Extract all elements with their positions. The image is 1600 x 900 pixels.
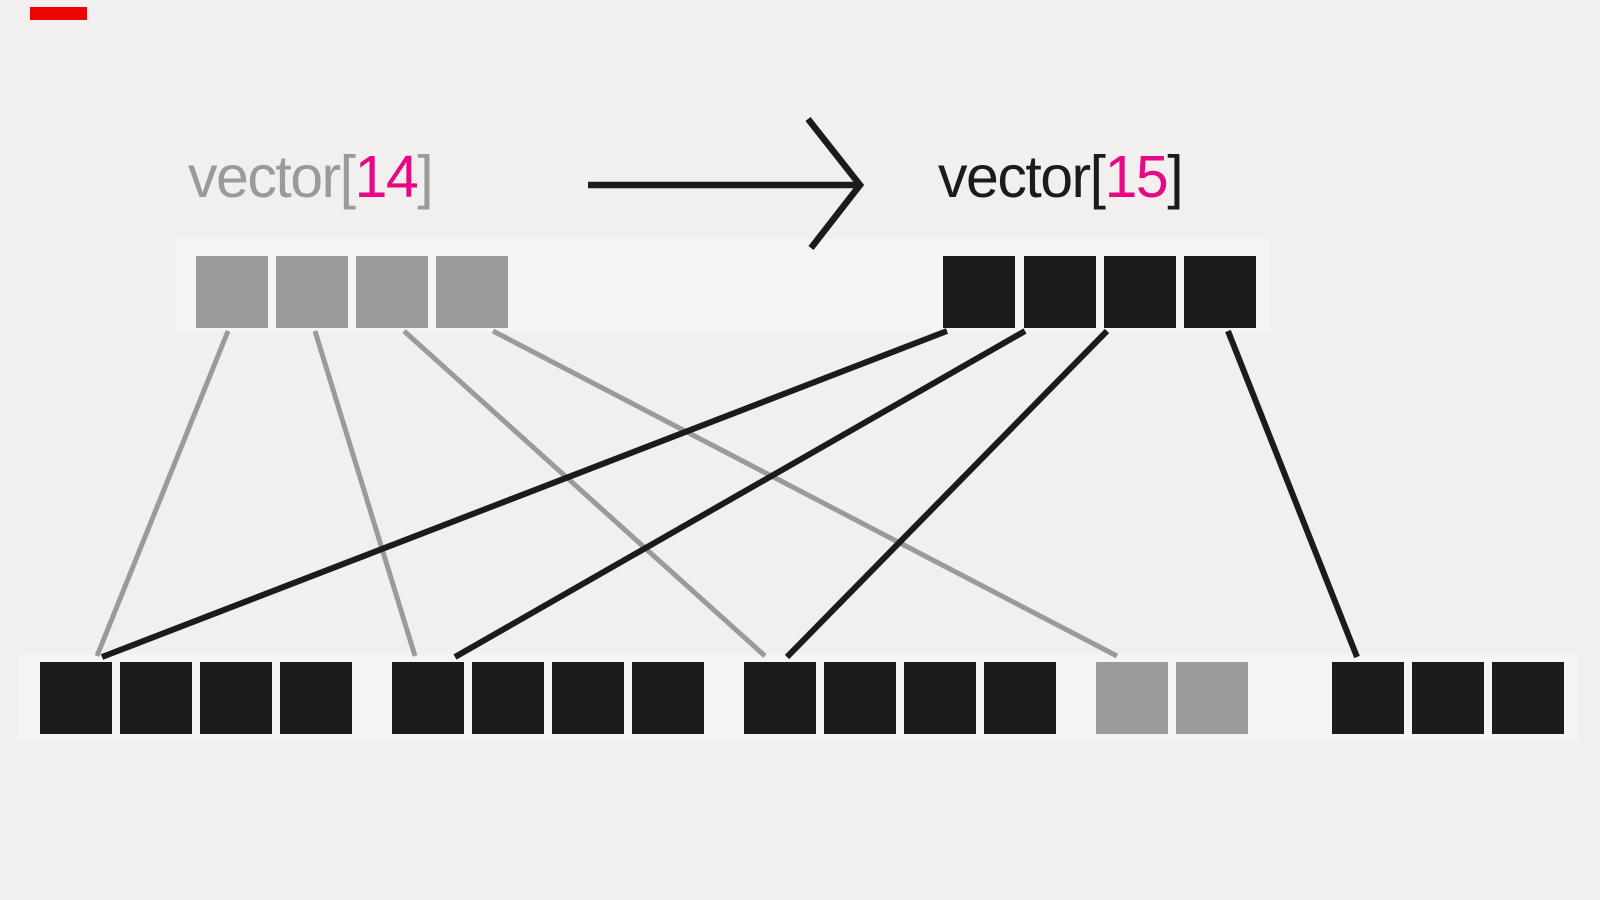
connector-line-black bbox=[784, 328, 1110, 660]
vector15-cells-cell bbox=[943, 256, 1015, 328]
vector15-index: 15 bbox=[1104, 144, 1169, 210]
vector15-cells-cell bbox=[1104, 256, 1176, 328]
heap-block-e-cell bbox=[1332, 662, 1404, 734]
heap-block-a-cell bbox=[120, 662, 192, 734]
vector14-cells-cell bbox=[196, 256, 268, 328]
vector15-cells-cell bbox=[1024, 256, 1096, 328]
vector14-label-suffix: ] bbox=[417, 144, 433, 210]
connector-line-gray bbox=[312, 330, 418, 657]
connector-line-black bbox=[1225, 329, 1360, 659]
heap-block-b-cell bbox=[472, 662, 544, 734]
heap-block-b-cell bbox=[392, 662, 464, 734]
gif-progress-bar bbox=[30, 7, 87, 20]
vector14-label-prefix: vector[ bbox=[188, 144, 356, 210]
growth-arrow-head bbox=[805, 116, 865, 250]
heap-block-c-cell bbox=[744, 662, 816, 734]
vector15-label-suffix: ] bbox=[1167, 144, 1183, 210]
heap-block-e-cell bbox=[1412, 662, 1484, 734]
connector-line-gray bbox=[491, 328, 1119, 659]
vector15-label: vector[15] bbox=[938, 142, 1184, 212]
vector14-index: 14 bbox=[354, 144, 419, 210]
heap-block-c-cell bbox=[824, 662, 896, 734]
vector15-label-prefix: vector[ bbox=[938, 144, 1106, 210]
connector-line-black bbox=[453, 328, 1027, 660]
vector14-cells-cell bbox=[276, 256, 348, 328]
heap-block-a-cell bbox=[40, 662, 112, 734]
vector14-cells-cell bbox=[356, 256, 428, 328]
heap-block-b-cell bbox=[552, 662, 624, 734]
connector-line-gray bbox=[402, 329, 767, 658]
vector15-cells-cell bbox=[1184, 256, 1256, 328]
heap-block-c-cell bbox=[984, 662, 1056, 734]
connector-line-black bbox=[100, 328, 949, 660]
heap-block-d-cell bbox=[1096, 662, 1168, 734]
vector14-cells-cell bbox=[436, 256, 508, 328]
heap-block-b-cell bbox=[632, 662, 704, 734]
heap-block-e-cell bbox=[1492, 662, 1564, 734]
heap-block-c-cell bbox=[904, 662, 976, 734]
heap-block-a-cell bbox=[280, 662, 352, 734]
heap-block-d-cell bbox=[1176, 662, 1248, 734]
connector-line-gray bbox=[94, 330, 231, 657]
vector14-label: vector[14] bbox=[188, 142, 434, 212]
heap-block-a-cell bbox=[200, 662, 272, 734]
